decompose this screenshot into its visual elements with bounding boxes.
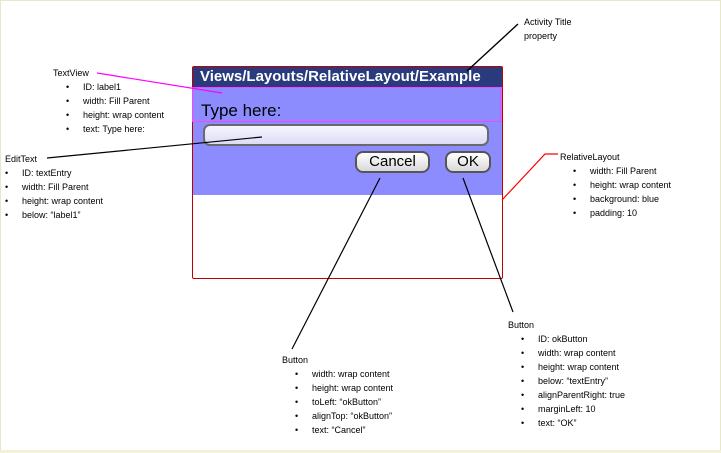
relativelayout-prop: padding: 10 (573, 206, 671, 220)
bottom-strip (0, 450, 721, 453)
activity-title-annotation: Activity Title property (524, 15, 594, 43)
textview-prop: ID: label1 (66, 80, 164, 94)
cancel-button-annotation-title: Button (282, 355, 309, 365)
text-entry-input[interactable] (203, 124, 489, 146)
cancel-button-prop: alignTop: “okButton” (295, 409, 393, 423)
relative-layout: Type here: Cancel OK (193, 87, 502, 195)
edittext-annotation-title: EditText (5, 154, 38, 164)
textview-prop: height: wrap content (66, 108, 164, 122)
ok-button-prop: height: wrap content (521, 360, 625, 374)
relativelayout-prop: width: Fill Parent (573, 164, 671, 178)
edittext-properties: ID: textEntry width: Fill Parent height:… (5, 166, 103, 222)
relativelayout-properties: width: Fill Parent height: wrap content … (560, 164, 671, 220)
ok-button-prop: width: wrap content (521, 346, 625, 360)
edittext-annotation: EditText ID: textEntry width: Fill Paren… (5, 152, 103, 222)
cancel-button-prop: width: wrap content (295, 367, 393, 381)
ok-button-prop: alignParentRight: true (521, 388, 625, 402)
edittext-prop: height: wrap content (5, 194, 103, 208)
relativelayout-prop: background: blue (573, 192, 671, 206)
edittext-prop: width: Fill Parent (5, 180, 103, 194)
edittext-prop: ID: textEntry (5, 166, 103, 180)
type-here-label: Type here: (201, 101, 282, 120)
cancel-button[interactable]: Cancel (355, 151, 430, 173)
edittext-prop: below: “label1” (5, 208, 103, 222)
relativelayout-annotation-title: RelativeLayout (560, 152, 620, 162)
cancel-button-properties: width: wrap content height: wrap content… (282, 367, 393, 437)
line-ok-button (462, 177, 514, 313)
textview-properties: ID: label1 width: Fill Parent height: wr… (53, 80, 164, 136)
textview-annotation: TextView ID: label1 width: Fill Parent h… (53, 66, 164, 136)
activity-title-annotation-text: Activity Title property (524, 17, 572, 41)
ok-button-prop: ID: okButton (521, 332, 625, 346)
line-activity-title (466, 23, 519, 72)
line-cancel-button (291, 177, 381, 350)
ok-button-prop: text: “OK” (521, 416, 625, 430)
activity-screen: Views/Layouts/RelativeLayout/Example Typ… (192, 66, 503, 279)
ok-button-prop: below: “textEntry” (521, 374, 625, 388)
textview-highlight-box (192, 87, 501, 122)
relativelayout-annotation: RelativeLayout width: Fill Parent height… (560, 150, 671, 220)
ok-button-properties: ID: okButton width: wrap content height:… (508, 332, 625, 430)
cancel-button-annotation: Button width: wrap content height: wrap … (282, 353, 393, 437)
line-edittext (46, 136, 263, 159)
ok-button-prop: marginLeft: 10 (521, 402, 625, 416)
line-relativelayout (501, 153, 558, 201)
activity-title-bar: Views/Layouts/RelativeLayout/Example (193, 67, 502, 87)
textview-prop: text: Type here: (66, 122, 164, 136)
ok-button[interactable]: OK (445, 151, 491, 173)
cancel-button-prop: text: “Cancel” (295, 423, 393, 437)
textview-annotation-title: TextView (53, 68, 89, 78)
cancel-button-prop: toLeft: “okButton” (295, 395, 393, 409)
textview-prop: width: Fill Parent (66, 94, 164, 108)
ok-button-annotation-title: Button (508, 320, 535, 330)
cancel-button-prop: height: wrap content (295, 381, 393, 395)
relativelayout-prop: height: wrap content (573, 178, 671, 192)
ok-button-annotation: Button ID: okButton width: wrap content … (508, 318, 625, 430)
